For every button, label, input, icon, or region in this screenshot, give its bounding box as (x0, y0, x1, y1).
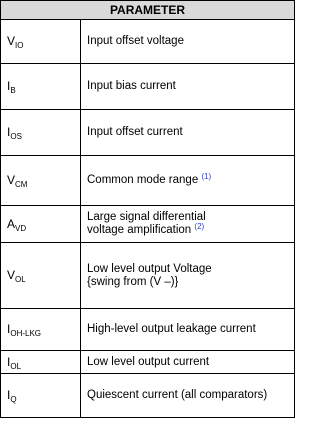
description-text: Low level output current (87, 355, 210, 368)
symbol-cell: VIO (0, 19, 81, 64)
symbol-sub: IO (15, 41, 24, 50)
description-text: Input offset voltage (87, 35, 184, 47)
symbol-sub: B (10, 86, 16, 95)
symbol-sub: OH-LKG (10, 329, 42, 338)
symbol-main: A (7, 216, 16, 231)
table-header-row: PARAMETER (0, 0, 295, 20)
symbol-cell: VCM (0, 155, 81, 206)
table-row: VIO Input offset voltage (0, 19, 295, 64)
symbol-sub: CM (15, 180, 28, 189)
symbol-sub: OL (15, 275, 26, 284)
description-cell: High-level output leakage current (80, 308, 295, 351)
table-row: VOL Low level output Voltage{swing from … (0, 242, 295, 309)
table-row: IQ Quiescent current (all comparators) (0, 373, 295, 418)
description-cell: Input offset voltage (80, 19, 295, 64)
description-cell: Quiescent current (all comparators) (80, 373, 295, 418)
description-line-2: voltage amplification (87, 224, 192, 236)
parameter-table: PARAMETER VIO Input offset voltage IB In… (0, 0, 295, 418)
footnote-ref-link[interactable]: (2) (194, 222, 205, 231)
symbol-cell: VOL (0, 242, 81, 309)
description-text: High-level output leakage current (87, 323, 256, 335)
description-line-2: {swing from (V –)} (87, 275, 179, 288)
table-row: IB Input bias current (0, 63, 295, 110)
symbol-main: I (7, 322, 11, 336)
description-text: Common mode range (87, 174, 199, 186)
description-text: Input bias current (87, 80, 176, 92)
symbol-sub: OL (10, 361, 22, 371)
symbol-sub: VD (15, 223, 27, 233)
footnote-ref-link[interactable]: (1) (201, 172, 212, 181)
table-row: IOL Low level output current (0, 350, 295, 374)
symbol-main: I (7, 125, 11, 139)
symbol-main: V (7, 34, 16, 48)
table-row: IOH-LKG High-level output leakage curren… (0, 308, 295, 351)
symbol-main: I (7, 388, 11, 402)
description-cell: Input offset current (80, 109, 295, 156)
description-cell: Common mode range (1) (80, 155, 295, 206)
symbol-cell: IOS (0, 109, 81, 156)
table-row: IOS Input offset current (0, 109, 295, 156)
symbol-main: V (7, 173, 16, 187)
symbol-main: I (7, 354, 11, 369)
description-cell: Low level output Voltage{swing from (V –… (80, 242, 295, 309)
symbol-sub: OS (10, 132, 22, 141)
description-text: Input offset current (87, 126, 183, 138)
parameter-header: PARAMETER (0, 0, 295, 20)
description-cell: Input bias current (80, 63, 295, 110)
symbol-cell: IOL (0, 350, 81, 374)
symbol-cell: IB (0, 63, 81, 110)
symbol-cell: IQ (0, 373, 81, 418)
symbol-sub: Q (10, 395, 17, 404)
table-row: VCM Common mode range (1) (0, 155, 295, 206)
symbol-main: I (7, 79, 11, 93)
description-text: Quiescent current (all comparators) (87, 389, 268, 401)
description-cell: Low level output current (80, 350, 295, 374)
description-line-1: Low level output Voltage (87, 262, 212, 275)
description-line-1: Large signal differential (87, 211, 206, 223)
symbol-main: V (7, 268, 16, 282)
symbol-cell: IOH-LKG (0, 308, 81, 351)
symbol-cell: AVD (0, 205, 81, 243)
